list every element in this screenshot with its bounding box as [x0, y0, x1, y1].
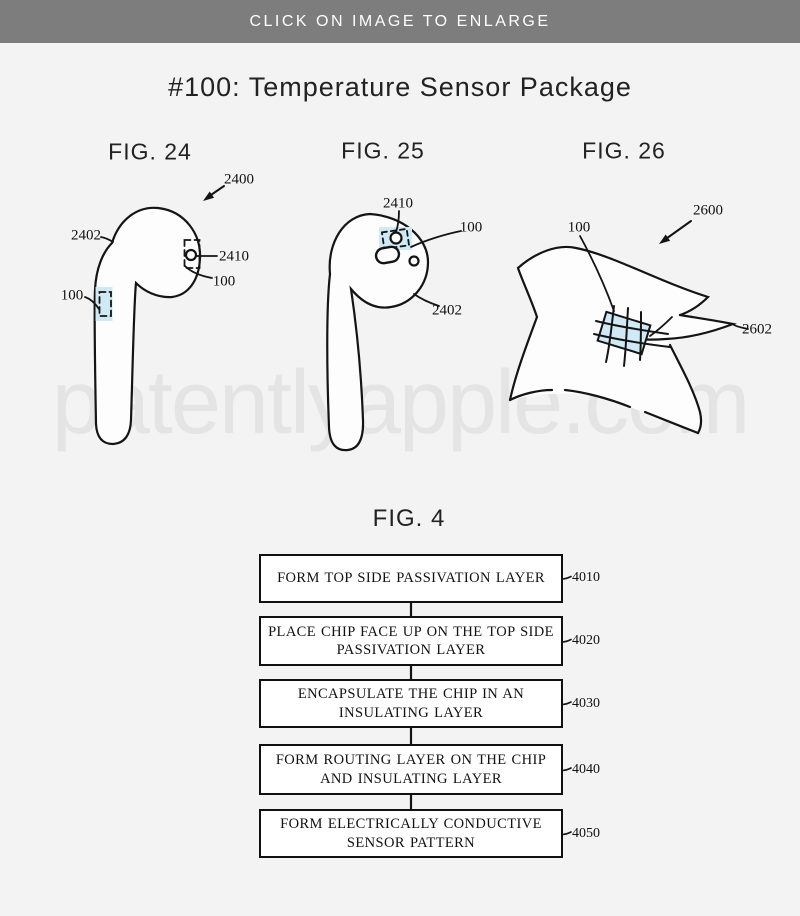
flowchart-step-4: FORM ROUTING LAYER ON THE CHIP AND INSUL…	[259, 744, 563, 795]
fig26-fold-line	[649, 316, 673, 337]
flowchart-step-4-text: FORM ROUTING LAYER ON THE CHIP AND INSUL…	[275, 752, 547, 787]
flowchart-ref-4020: 4020	[572, 633, 600, 648]
fig24-ref-2402: 2402	[71, 227, 101, 244]
fig24-sensor-window-circle	[184, 248, 198, 262]
flowchart-tick-4030	[561, 701, 572, 706]
fig26-ref-100: 100	[567, 219, 591, 236]
fig26-ref-2600: 2600	[693, 202, 723, 219]
fig25-sensor-dashed-box	[380, 227, 411, 250]
fig24-leader-100-head	[184, 265, 213, 279]
fig26-thread-v2	[623, 307, 629, 367]
fig26-arrow-2600-head	[659, 234, 671, 244]
flowchart-step-3-text: ENCAPSULATE THE CHIP IN AN INSULATING LA…	[297, 686, 525, 721]
fig25-ref-100: 100	[459, 219, 483, 236]
flowchart-tick-4040	[561, 767, 572, 772]
fig24-sensor-dashed-box-stem	[98, 291, 112, 317]
fig26-ref-2602: 2602	[742, 321, 772, 338]
fig26-caption: FIG. 26	[582, 137, 666, 164]
fig24-ref-100-stem: 100	[60, 287, 84, 304]
fig25-earbud-outline	[326, 212, 430, 452]
fig26-fabric-bottom-seg2	[563, 388, 632, 409]
fig24-arrow-2400-head	[203, 191, 215, 201]
fig25-mic-hole	[408, 255, 420, 267]
flowchart-step-1: FORM TOP SIDE PASSIVATION LAYER	[259, 554, 563, 603]
fig26-fabric-bottom-seg1	[643, 410, 700, 435]
fig25-leader-2410	[395, 210, 400, 233]
fig25-ref-2402: 2402	[432, 302, 462, 319]
fig24-ref-2400: 2400	[224, 171, 254, 188]
fig25-leader-100	[410, 230, 462, 248]
fig26-fabric-bottom-seg3	[508, 388, 554, 402]
flowchart-step-2: PLACE CHIP FACE UP ON THE TOP SIDE PASSI…	[259, 616, 563, 666]
fig24-leader-100-stem	[84, 296, 100, 310]
fig24-ref-2410: 2410	[219, 248, 249, 265]
flowchart-step-5: FORM ELECTRICALLY CONDUCTIVE SENSOR PATT…	[259, 809, 563, 858]
flowchart-ref-4040: 4040	[572, 761, 600, 777]
fig25-ref-2410: 2410	[383, 195, 413, 212]
fig26-leader-100	[579, 235, 615, 312]
flowchart-tick-4010	[561, 575, 572, 580]
flowchart-tick-4050	[561, 831, 572, 836]
flowchart-step-1-text: FORM TOP SIDE PASSIVATION LAYER	[277, 570, 545, 587]
flowchart-tick-4020	[561, 638, 572, 643]
fig25-speaker-port	[374, 245, 401, 265]
enlarge-banner-label: CLICK ON IMAGE TO ENLARGE	[249, 12, 551, 30]
fig24-leader-2402	[100, 236, 114, 243]
fig4-caption: FIG. 4	[372, 505, 446, 532]
fig24-ref-100-head: 100	[212, 273, 236, 290]
fig26-fabric-outline-right	[668, 343, 703, 435]
fig26-thread-v3	[639, 311, 642, 361]
page-title: #100: Temperature Sensor Package	[168, 72, 632, 102]
flowchart-ref-4050: 4050	[572, 825, 600, 841]
enlarge-banner[interactable]: CLICK ON IMAGE TO ENLARGE	[0, 0, 800, 43]
flowchart-step-3: ENCAPSULATE THE CHIP IN AN INSULATING LA…	[259, 679, 563, 728]
fig25-leader-2402	[413, 293, 440, 307]
fig24-caption: FIG. 24	[108, 138, 192, 165]
fig26-fabric-outline-top	[508, 245, 711, 402]
flowchart-ref-4030: 4030	[572, 695, 600, 711]
fig26-leader-2602	[733, 324, 749, 330]
flowchart-step-5-text: FORM ELECTRICALLY CONDUCTIVE SENSOR PATT…	[280, 816, 542, 851]
flowchart-ref-4010: 4010	[572, 570, 600, 585]
fig26-thread-h2	[593, 333, 671, 348]
fig25-caption: FIG. 25	[341, 137, 425, 164]
flowchart-step-2-text: PLACE CHIP FACE UP ON THE TOP SIDE PASSI…	[268, 623, 554, 658]
fig24-sensor-dashed-box-head	[183, 239, 201, 269]
fig24-earbud-outline	[93, 206, 202, 446]
fig25-sensor-window-circle	[389, 231, 403, 245]
